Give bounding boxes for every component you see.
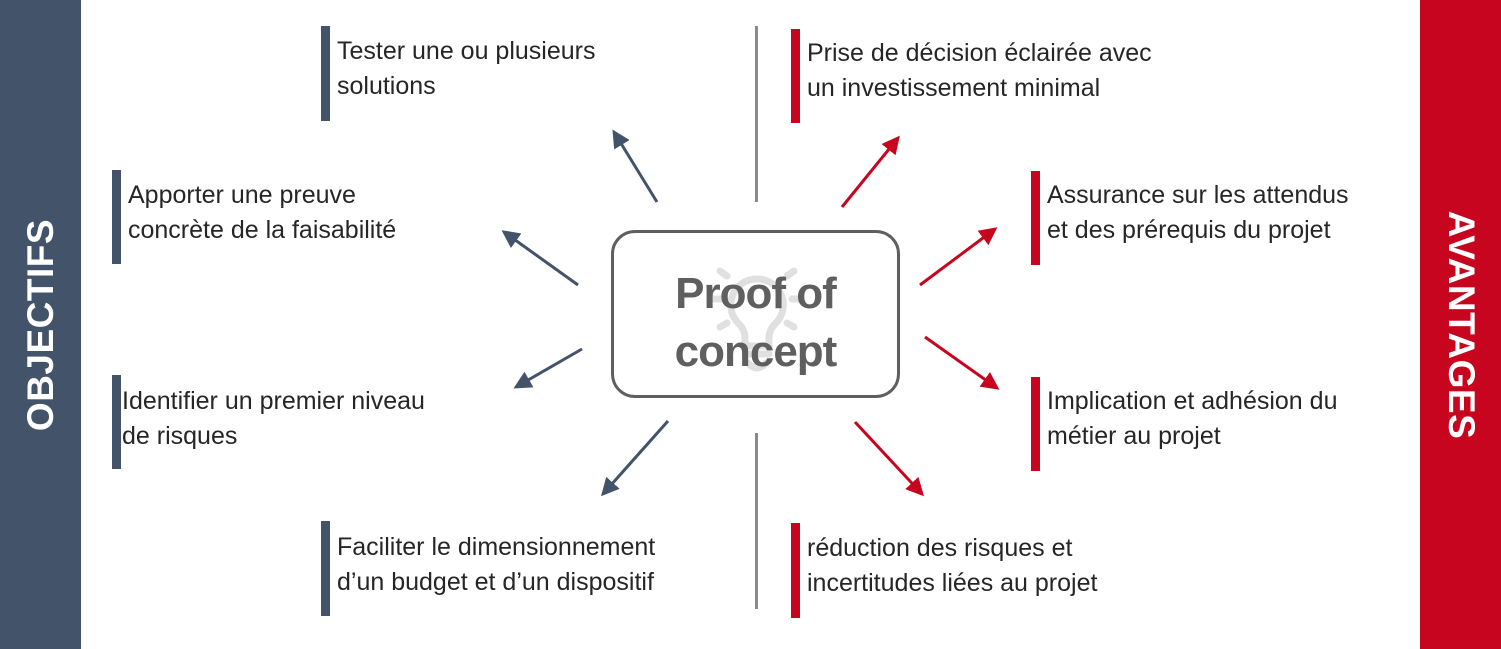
advantage-item: Assurance sur les attendus et des préreq… [1031,171,1349,265]
advantage-marker [1031,377,1040,471]
arrow-icon [840,135,900,208]
objective-marker [321,26,330,121]
avantages-band: AVANTAGES [1420,0,1501,649]
objective-marker [321,521,330,616]
arrow-icon [924,335,1000,390]
objective-item: Tester une ou plusieurs solutions [321,26,595,121]
objective-marker [112,375,121,469]
advantage-marker [791,523,800,618]
arrow-icon [501,230,579,287]
lightbulb-icon [710,267,804,372]
proof-of-concept-box: Proof of concept [611,230,900,398]
objective-item: Faciliter le dimensionnement d’un budget… [321,521,655,616]
objective-item: Apporter une preuve concrète de la faisa… [112,170,396,264]
advantage-marker [1031,171,1040,265]
objective-item: Identifier un premier niveau de risques [112,375,425,469]
objectifs-band: OBJECTIFS [0,0,81,649]
arrow-icon [612,129,659,203]
arrow-icon [513,347,583,389]
bottom-divider [755,433,758,609]
arrow-icon [601,420,670,497]
objective-marker [112,170,121,264]
advantage-item: réduction des risques et incertitudes li… [791,523,1097,618]
advantage-item: Prise de décision éclairée avec un inves… [791,29,1152,123]
poc-title: Proof of concept [674,269,838,376]
advantage-item: Implication et adhésion du métier au pro… [1031,377,1337,471]
top-divider [755,26,758,202]
advantage-marker [791,29,800,123]
arrow-icon [919,227,998,287]
arrow-icon [853,420,925,497]
